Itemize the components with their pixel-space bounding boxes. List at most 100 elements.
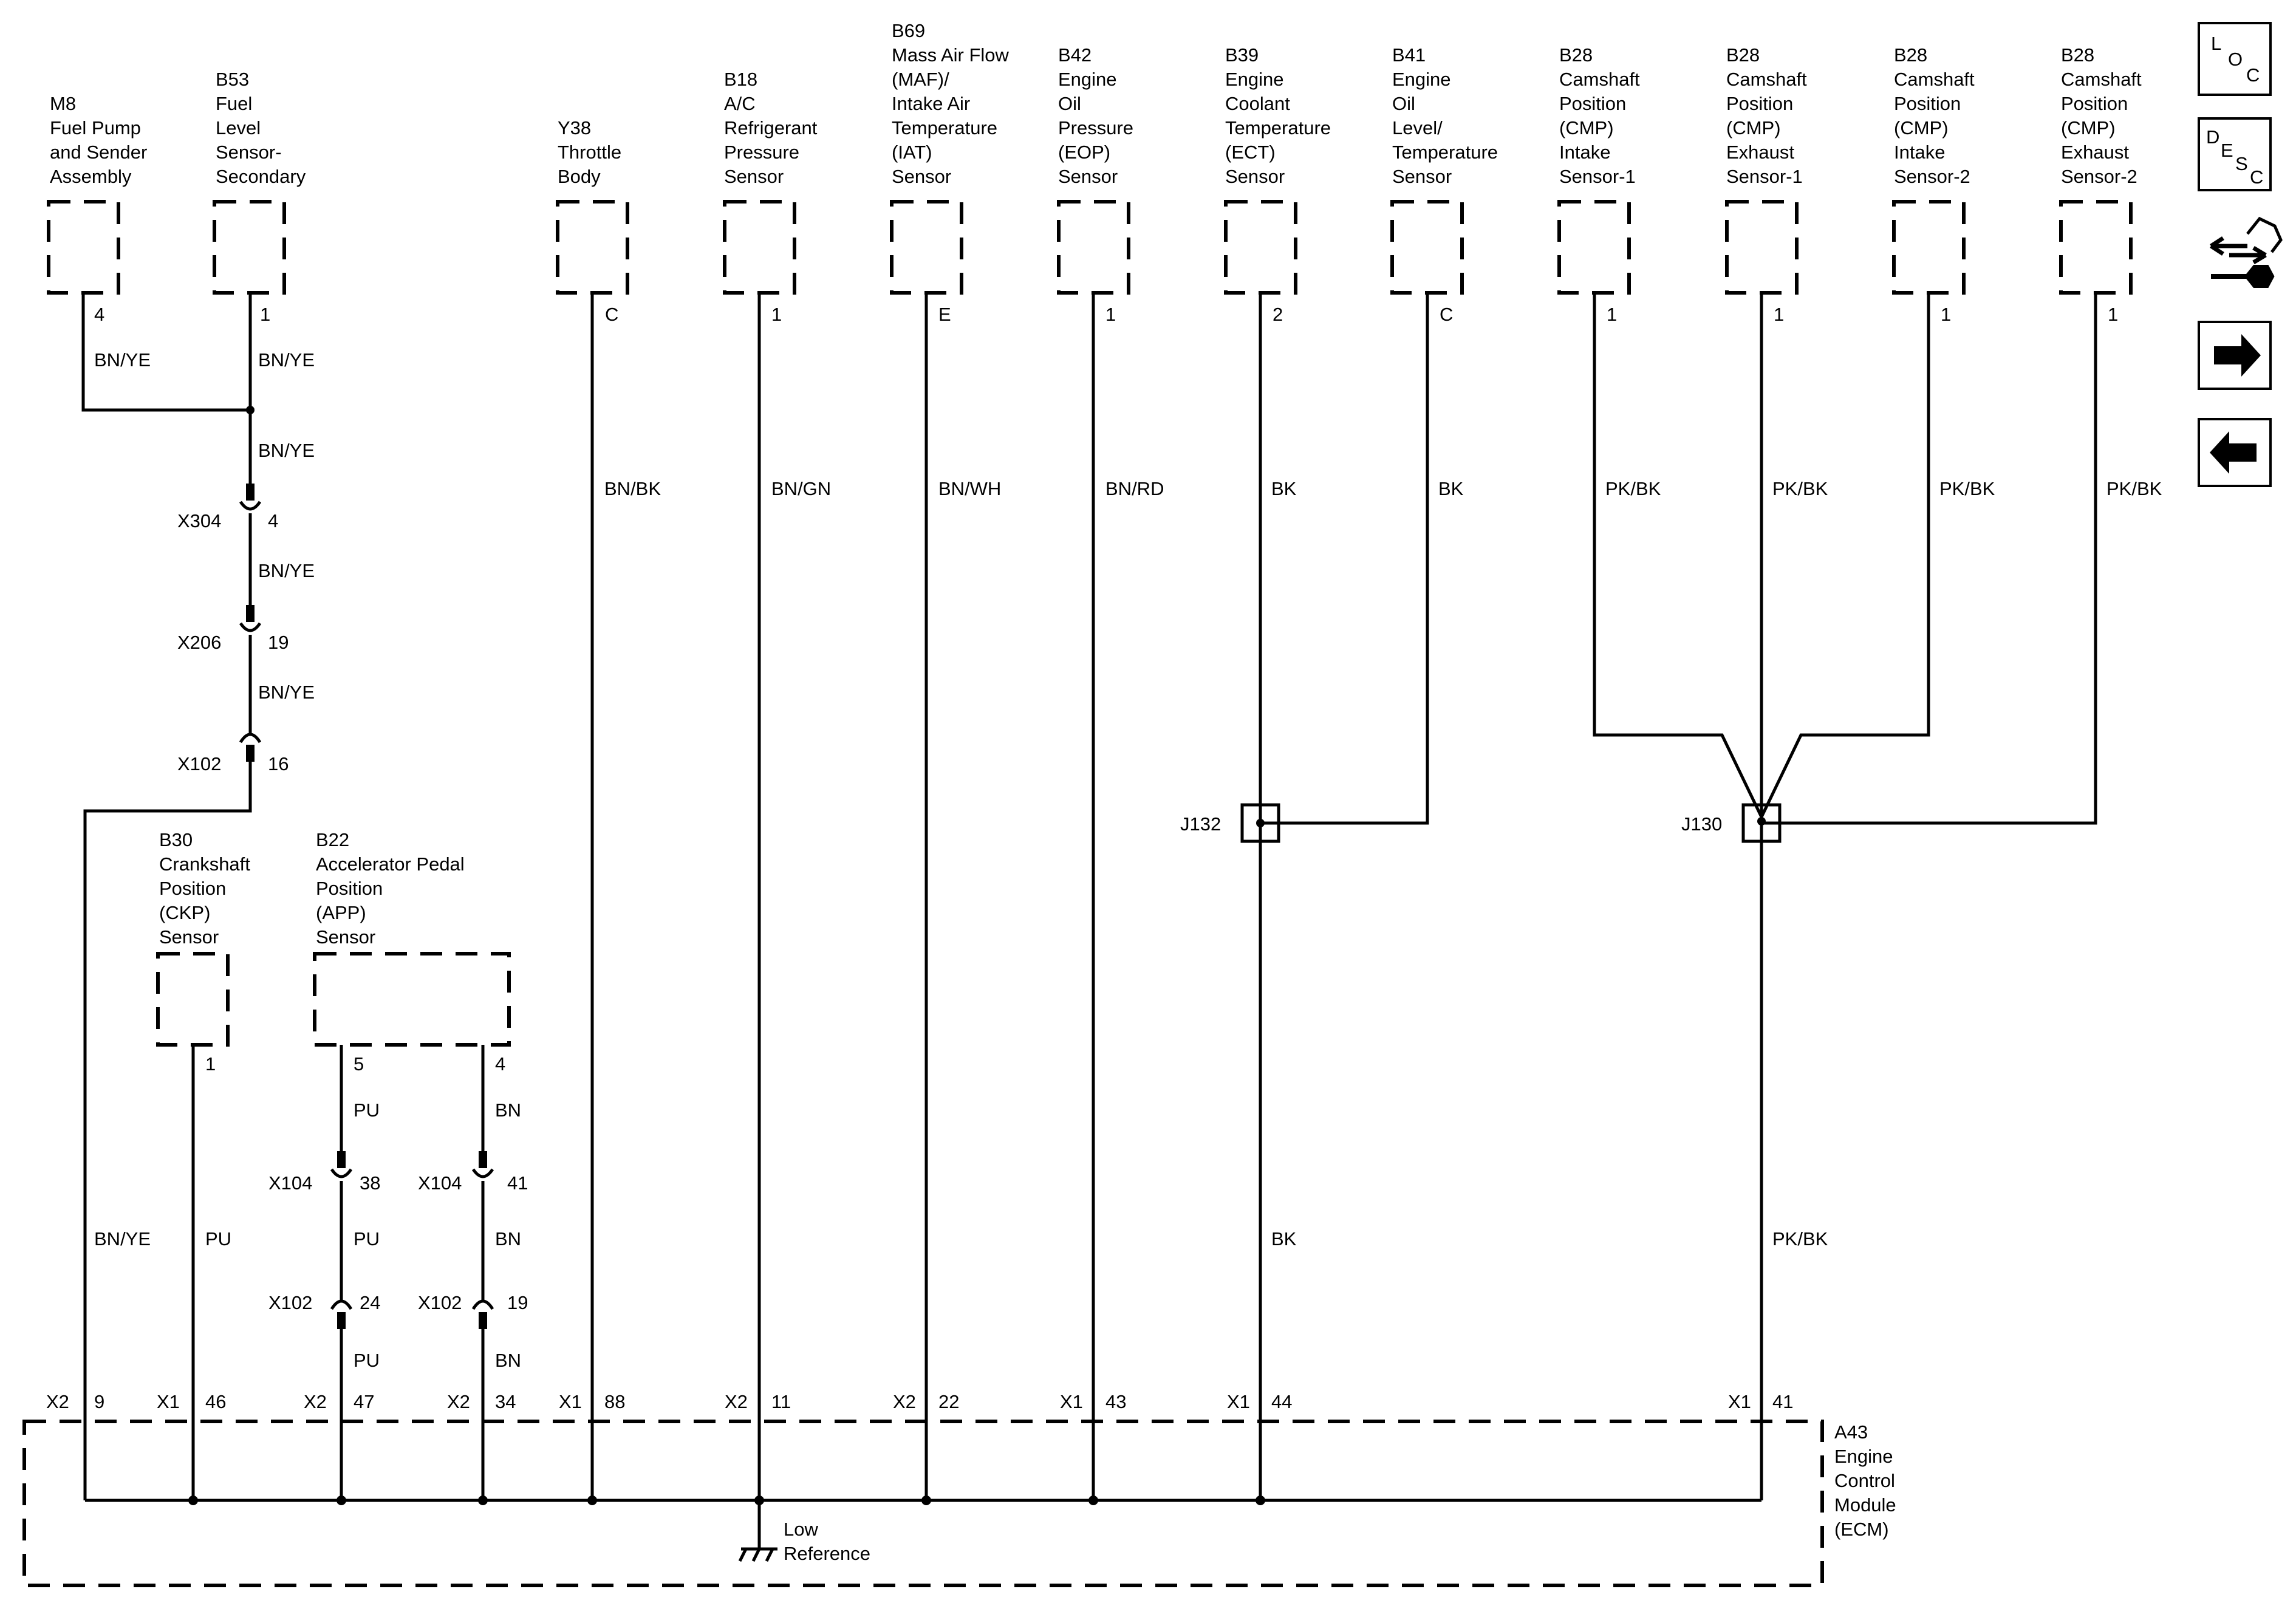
loc-o: O (2228, 49, 2243, 70)
splice-j132[interactable]: J132 BK (1180, 803, 1297, 1250)
fuel-splice-dot (246, 406, 255, 414)
x102-19-pin-block (479, 1312, 487, 1329)
component-b28-exhaust-1[interactable]: B28 Camshaft Position (CMP) Exhaust Sens… (1725, 44, 1828, 499)
m8-connector-box (47, 200, 120, 295)
b28d-wire[interactable] (1761, 293, 2097, 825)
ecm-label: A43 Engine Control Module (ECM) (1834, 1421, 1901, 1540)
connector-end-view-icon[interactable] (2210, 216, 2283, 288)
low-reference-label: Low Reference (784, 1519, 870, 1564)
component-b18[interactable]: B18 A/C Refrigerant Pressure Sensor 1 BN… (723, 69, 831, 499)
b28a-pin: 1 (1607, 304, 1617, 325)
j132-label: J132 (1180, 813, 1221, 835)
b22-label: B22 Accelerator Pedal Position (APP) Sen… (316, 829, 470, 948)
b69-connector-box (890, 200, 963, 295)
ecm-module[interactable]: A43 Engine Control Module (ECM) X2 9 X1 … (22, 1391, 1901, 1587)
b28a-wire[interactable] (1593, 293, 1763, 818)
component-b69[interactable]: B69 Mass Air Flow (MAF)/ Intake Air Temp… (890, 20, 1014, 499)
y38-label: Y38 Throttle Body (558, 117, 627, 187)
ecm-pin-47-conn: X2 (304, 1391, 327, 1412)
b41-wire[interactable] (1260, 293, 1429, 825)
loc-box (2198, 22, 2272, 96)
component-b53[interactable]: B53 Fuel Level Sensor- Secondary 1 BN/YE (213, 69, 315, 371)
b41-pin: C (1440, 304, 1453, 325)
x102-24-pin-block (337, 1312, 346, 1329)
j130-wire-below: PK/BK (1772, 1228, 1828, 1250)
b53-wire-label: BN/YE (258, 349, 315, 371)
j132-wire-below: BK (1271, 1228, 1297, 1250)
ecm-pin-47: 47 (354, 1391, 374, 1412)
b22-bn-wire-label: BN (495, 1099, 521, 1121)
b18-wire-label: BN/GN (771, 478, 831, 499)
bus-node-88 (587, 1496, 597, 1505)
desc-button[interactable]: D E S C (2198, 117, 2272, 191)
b39-label: B39 Engine Coolant Temperature (ECT) Sen… (1225, 44, 1336, 187)
x304-pin-block (246, 484, 255, 501)
b53-connector-box (213, 200, 286, 295)
b42-connector-box (1057, 200, 1130, 295)
loc-button[interactable]: L O C (2198, 22, 2272, 96)
x104-38-pin: 38 (360, 1172, 380, 1194)
j130-label: J130 (1681, 813, 1722, 835)
b28c-label: B28 Camshaft Position (CMP) Intake Senso… (1894, 44, 1980, 187)
ecm-pin-11-conn: X2 (725, 1391, 748, 1412)
component-b41[interactable]: B41 Engine Oil Level/ Temperature Sensor… (1390, 44, 1503, 499)
bus-node-22 (921, 1496, 931, 1505)
component-b28-exhaust-2[interactable]: B28 Camshaft Position (CMP) Exhaust Sens… (2059, 44, 2162, 499)
b28d-label: B28 Camshaft Position (CMP) Exhaust Sens… (2061, 44, 2147, 187)
m8-wire[interactable] (81, 293, 250, 412)
x104-41-label: X104 (418, 1172, 462, 1194)
b28b-label: B28 Camshaft Position (CMP) Exhaust Sens… (1726, 44, 1812, 187)
b53-label: B53 Fuel Level Sensor- Secondary (216, 69, 306, 187)
b28c-wire-label: PK/BK (1939, 478, 1995, 499)
x102-19-pin: 19 (507, 1292, 528, 1313)
component-b28-intake-1[interactable]: B28 Camshaft Position (CMP) Intake Senso… (1557, 44, 1661, 499)
component-y38[interactable]: Y38 Throttle Body C BN/BK (556, 117, 661, 499)
x104-41-pin-block (479, 1151, 487, 1168)
b22-pin-5: 5 (354, 1053, 364, 1075)
b22-pu-wire-label: PU (354, 1099, 380, 1121)
ecm-pin-88: 88 (604, 1391, 625, 1412)
ecm-pin-41: 41 (1772, 1391, 1793, 1412)
splice-j130[interactable]: J130 PK/BK (1681, 803, 1828, 1250)
x102-19-label: X102 (418, 1292, 462, 1313)
ecm-pin-43: 43 (1105, 1391, 1126, 1412)
desc-s: S (2235, 153, 2248, 174)
x304-cup (239, 501, 262, 511)
loc-c: C (2246, 64, 2260, 86)
fuel-down-wire-label: BN/YE (94, 1228, 151, 1250)
b28d-pin: 1 (2108, 304, 2118, 325)
b39-pin: 2 (1273, 304, 1283, 325)
next-arrow-icon[interactable] (2198, 321, 2272, 390)
x102-24-cup (330, 1299, 353, 1310)
ecm-pin-88-conn: X1 (559, 1391, 582, 1412)
b42-label: B42 Engine Oil Pressure (EOP) Sensor (1058, 44, 1139, 187)
b69-pin: E (938, 304, 951, 325)
ecm-box (22, 1420, 1824, 1587)
prev-arrow-shape (2210, 431, 2257, 474)
ecm-pin-9: 9 (94, 1391, 104, 1412)
ecm-pin-11: 11 (771, 1391, 791, 1412)
ecm-pin-41-conn: X1 (1728, 1391, 1751, 1412)
b41-connector-box (1390, 200, 1464, 295)
component-m8[interactable]: M8 Fuel Pump and Sender Assembly 4 BN/YE (47, 93, 152, 371)
previous-arrow-icon[interactable] (2198, 418, 2272, 487)
ecm-pin-34: 34 (495, 1391, 516, 1412)
x104-38-label: X104 (268, 1172, 312, 1194)
fuel-wire-to-ecm[interactable] (83, 762, 252, 1500)
fuel-splice-wire-label: BN/YE (258, 440, 315, 461)
component-b22[interactable]: B22 Accelerator Pedal Position (APP) Sen… (313, 829, 521, 1121)
next-arrow-shape (2214, 334, 2261, 377)
component-b28-intake-2[interactable]: B28 Camshaft Position (CMP) Intake Senso… (1892, 44, 1995, 499)
desc-c: C (2250, 166, 2263, 188)
b39-wire-label: BK (1271, 478, 1297, 499)
component-b42[interactable]: B42 Engine Oil Pressure (EOP) Sensor 1 B… (1057, 44, 1164, 499)
component-b30[interactable]: B30 Crankshaft Position (CKP) Sensor 1 P… (156, 829, 256, 1500)
component-b39[interactable]: B39 Engine Coolant Temperature (ECT) Sen… (1224, 44, 1336, 499)
ecm-pin-46-conn: X1 (157, 1391, 180, 1412)
b28c-wire[interactable] (1760, 293, 1930, 818)
b28a-connector-box (1557, 200, 1631, 295)
b41-wire-label: BK (1438, 478, 1464, 499)
b69-label: B69 Mass Air Flow (MAF)/ Intake Air Temp… (892, 20, 1014, 187)
x102-24-pin: 24 (360, 1292, 380, 1313)
